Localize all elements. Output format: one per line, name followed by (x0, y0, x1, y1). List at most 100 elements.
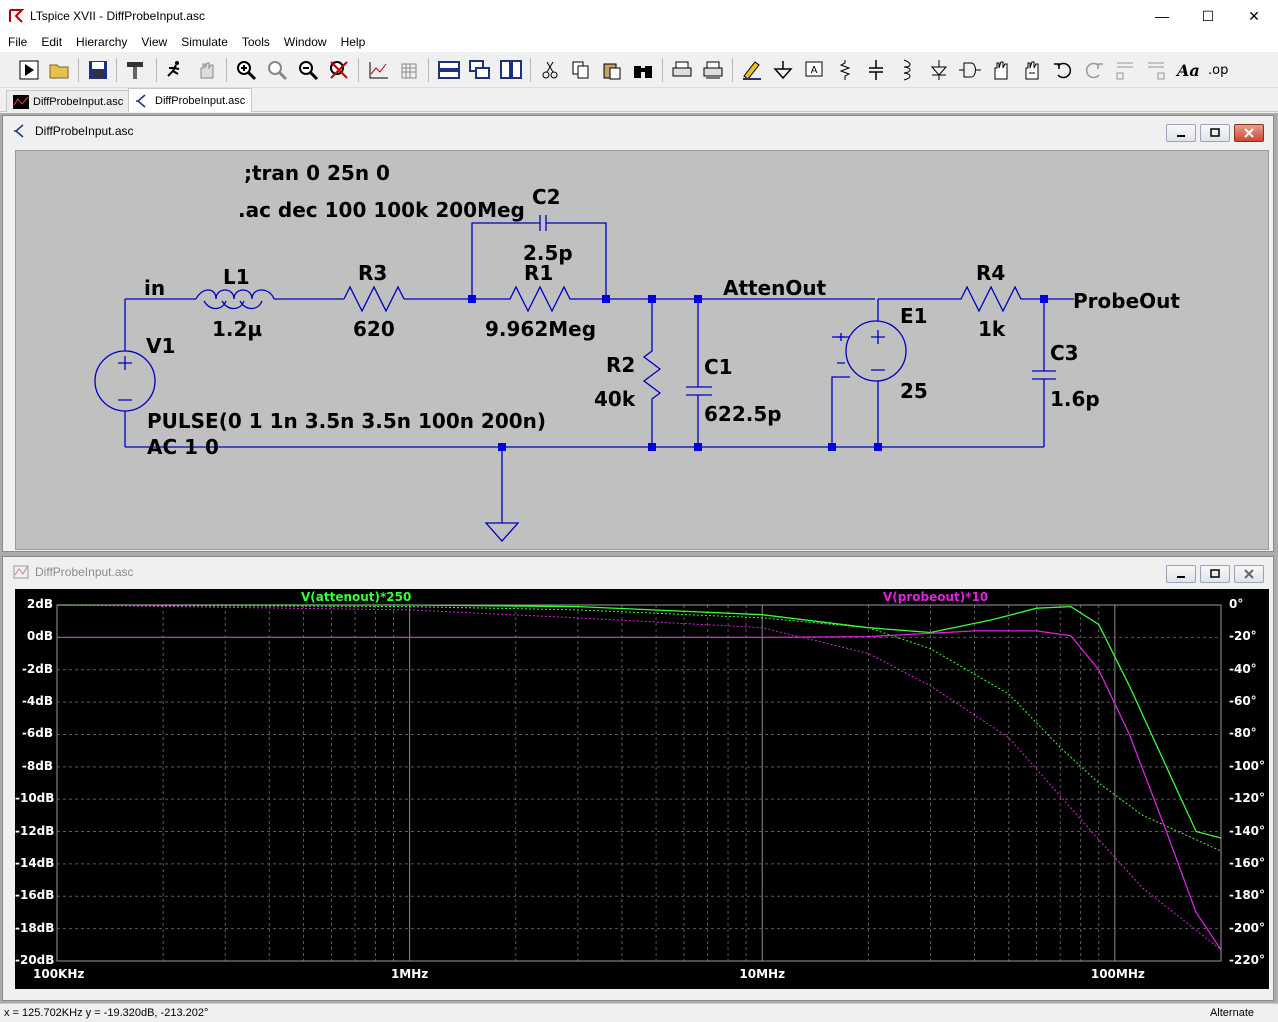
zoom-in-button[interactable] (233, 57, 259, 83)
diode-icon (930, 60, 948, 80)
c1-name[interactable]: C1 (704, 355, 733, 379)
y-tick-label-left: 2dB (26, 597, 53, 611)
tile-vertical-button[interactable] (498, 57, 524, 83)
find-button[interactable] (630, 57, 656, 83)
c2-value[interactable]: 2.5p (523, 241, 573, 265)
open-button[interactable] (47, 57, 73, 83)
diode-button[interactable] (926, 57, 952, 83)
component-button[interactable] (957, 57, 983, 83)
save-button[interactable] (85, 57, 111, 83)
mirror-button[interactable] (1143, 57, 1169, 83)
waveform-restore-button[interactable] (1200, 565, 1230, 583)
waveform-window-title: DiffProbeInput.asc (35, 565, 134, 579)
v1-name[interactable]: V1 (146, 334, 176, 358)
tab-waveform[interactable]: DiffProbeInput.asc (6, 90, 131, 112)
trace-magnitude-0[interactable] (57, 604, 1222, 839)
c2-name[interactable]: C2 (532, 185, 561, 209)
halt-button[interactable] (194, 57, 220, 83)
menu-edit[interactable]: Edit (41, 35, 63, 49)
maximize-button[interactable]: ☐ (1185, 0, 1231, 32)
v1-value-ac[interactable]: AC 1 0 (147, 435, 219, 459)
r2-name[interactable]: R2 (606, 353, 636, 377)
menu-view[interactable]: View (141, 35, 168, 49)
schematic-restore-button[interactable] (1200, 124, 1230, 142)
move-button[interactable] (988, 57, 1014, 83)
tran-directive[interactable]: ;tran 0 25n 0 (244, 161, 390, 185)
paste-button[interactable] (599, 57, 625, 83)
pan-button[interactable] (264, 57, 290, 83)
minimize-button[interactable]: — (1139, 0, 1185, 32)
c1-value[interactable]: 622.5p (704, 402, 782, 426)
ac-directive[interactable]: .ac dec 100 100k 200Meg (238, 198, 525, 222)
run-button[interactable] (16, 57, 42, 83)
c3-value[interactable]: 1.6p (1050, 387, 1100, 411)
spice-directive-button[interactable]: .op (1205, 57, 1231, 83)
rotate-button[interactable] (1112, 57, 1138, 83)
e1-value[interactable]: 25 (900, 379, 928, 403)
r2-value[interactable]: 40k (594, 387, 636, 411)
autorange-button[interactable] (366, 57, 392, 83)
r1-value[interactable]: 9.962Meg (485, 317, 597, 341)
zoom-fit-button[interactable] (326, 57, 352, 83)
tile-horizontal-button[interactable] (436, 57, 462, 83)
trace-phase-1[interactable] (56, 604, 1222, 951)
schematic-minimize-button[interactable] (1166, 124, 1196, 142)
trace-label-probeout[interactable]: V(probeout)*10 (883, 590, 989, 604)
r3-name[interactable]: R3 (358, 261, 388, 285)
menu-help[interactable]: Help (340, 35, 366, 49)
r3-value[interactable]: 620 (353, 317, 395, 341)
cascade-button[interactable] (467, 57, 493, 83)
text-button[interactable]: Aa (1174, 57, 1200, 83)
net-label-probeout[interactable]: ProbeOut (1073, 289, 1180, 313)
print-button[interactable] (669, 57, 695, 83)
status-bar: x = 125.702KHz y = -19.320dB, -213.202° … (0, 1003, 1278, 1022)
spice-directive-icon: .op (1208, 63, 1228, 78)
schematic-canvas[interactable]: ;tran 0 25n 0 .ac dec 100 100k 200Meg in… (15, 150, 1269, 550)
y-tick-label-left: -12dB (15, 823, 55, 838)
x-tick-label: 10MHz (739, 967, 786, 981)
label-net-button[interactable]: A (801, 57, 827, 83)
v1-value-pulse[interactable]: PULSE(0 1 1n 3.5n 3.5n 100n 200n) (147, 409, 547, 433)
close-button[interactable]: ✕ (1231, 0, 1277, 32)
resistor-button[interactable] (832, 57, 858, 83)
inductor-button[interactable] (894, 57, 920, 83)
trace-label-attenout[interactable]: V(attenout)*250 (301, 590, 412, 604)
run-sim-button[interactable] (162, 57, 188, 83)
r4-value[interactable]: 1k (978, 317, 1006, 341)
net-label-attenout[interactable]: AttenOut (723, 276, 827, 300)
cut-button[interactable] (537, 57, 563, 83)
ground-button[interactable] (770, 57, 796, 83)
redo-button[interactable] (1081, 57, 1107, 83)
drag-button[interactable] (1019, 57, 1045, 83)
menu-window[interactable]: Window (283, 35, 327, 49)
zoom-out-button[interactable] (295, 57, 321, 83)
draw-wire-button[interactable] (739, 57, 765, 83)
view-3d-button[interactable] (397, 57, 423, 83)
copy-button[interactable] (568, 57, 594, 83)
e1-name[interactable]: E1 (900, 304, 928, 328)
print-preview-button[interactable] (700, 57, 726, 83)
waveform-minimize-button[interactable] (1166, 565, 1196, 583)
trace-magnitude-1[interactable] (57, 630, 1222, 951)
waveform-close-button[interactable] (1234, 565, 1264, 583)
menu-tools[interactable]: Tools (241, 35, 270, 49)
trace-phase-0[interactable] (56, 604, 1222, 852)
menu-hierarchy[interactable]: Hierarchy (76, 35, 128, 49)
r4-name[interactable]: R4 (976, 261, 1006, 285)
tab-schematic[interactable]: DiffProbeInput.asc (128, 88, 253, 112)
menu-simulate[interactable]: Simulate (181, 35, 228, 49)
pencil-icon (743, 61, 761, 80)
y-tick-label-left: 0dB (26, 629, 53, 644)
c3-name[interactable]: C3 (1050, 341, 1079, 365)
l1-name[interactable]: L1 (223, 265, 250, 289)
schematic-close-button[interactable] (1234, 124, 1264, 142)
net-label-in[interactable]: in (144, 276, 166, 300)
capacitor-button[interactable] (863, 57, 889, 83)
control-panel-button[interactable] (123, 57, 149, 83)
close-icon (1244, 569, 1254, 579)
menu-file[interactable]: File (8, 35, 28, 49)
undo-button[interactable] (1050, 57, 1076, 83)
l1-value[interactable]: 1.2µ (212, 317, 263, 341)
r1-name[interactable]: R1 (524, 261, 554, 285)
